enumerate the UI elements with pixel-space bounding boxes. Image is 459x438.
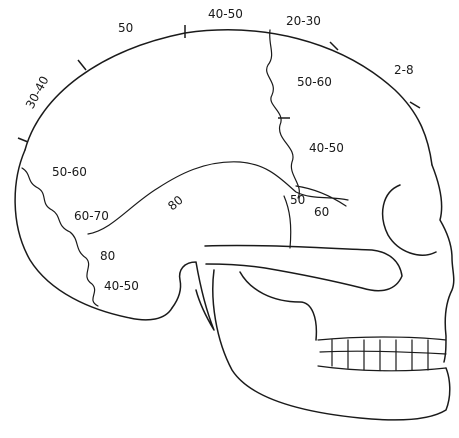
mastoid-process [172,262,214,330]
label-lambdoid-60-70: 60-70 [74,209,109,223]
mandible-ramus [240,272,316,340]
squamosal-suture [88,162,348,234]
label-vault-40-50: 40-50 [208,7,243,21]
label-sphenoid-50: 50 [290,193,305,207]
label-vault-30-40: 30-40 [23,74,52,111]
label-vault-50: 50 [118,21,133,35]
label-coronal-50-60: 50-60 [297,75,332,89]
zygomatic-arch [205,245,402,290]
lambdoid-suture [22,168,98,306]
label-coronal-40-50: 40-50 [309,141,344,155]
label-occipital-40-50: 40-50 [104,279,139,293]
vault-ticks [18,25,420,142]
mandible-outline [213,270,450,420]
label-lambdoid-80: 80 [100,249,115,263]
face-outline [432,165,454,362]
orbit-outline [383,185,436,255]
label-vault-2-8: 2-8 [394,63,414,77]
label-squamosal-80: 80 [165,193,186,214]
label-vault-20-30: 20-30 [286,14,321,28]
teeth [318,337,446,371]
label-lambdoid-50-60: 50-60 [52,165,87,179]
cranial-vault-outline [25,30,432,165]
label-sphenoid-60: 60 [314,205,329,219]
